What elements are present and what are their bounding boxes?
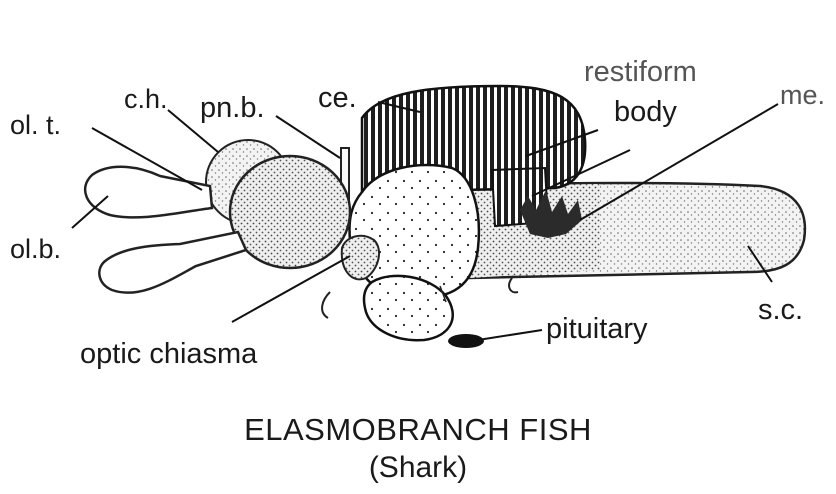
pituitary-shape [448, 334, 484, 348]
label-pineal-body: pn.b. [200, 94, 265, 123]
label-medulla: me. [780, 82, 825, 109]
nerve-stub-2 [509, 278, 518, 292]
olfactory-tract-upper [85, 167, 212, 218]
label-cerebellum: ce. [318, 84, 357, 113]
label-spinal-cord: s.c. [758, 296, 803, 325]
cerebral-hemisphere-shape [230, 156, 350, 268]
label-restiform-line2: body [614, 98, 677, 127]
label-cerebral-hemisphere: c.h. [124, 86, 168, 113]
label-restiform-line1: restiform [584, 58, 697, 87]
nerve-stub-1 [322, 292, 330, 318]
leader-pn-b [276, 116, 340, 158]
figure-caption-subtitle: (Shark) [0, 451, 836, 485]
leader-pituitary [478, 330, 542, 340]
label-olfactory-tract: ol. t. [10, 112, 61, 139]
label-olfactory-bulb: ol.b. [10, 236, 61, 263]
label-pituitary: pituitary [546, 315, 648, 344]
olfactory-bulb-shape [99, 232, 246, 293]
figure-caption-title: ELASMOBRANCH FISH [0, 412, 836, 448]
label-optic-chiasma: optic chiasma [80, 340, 257, 369]
